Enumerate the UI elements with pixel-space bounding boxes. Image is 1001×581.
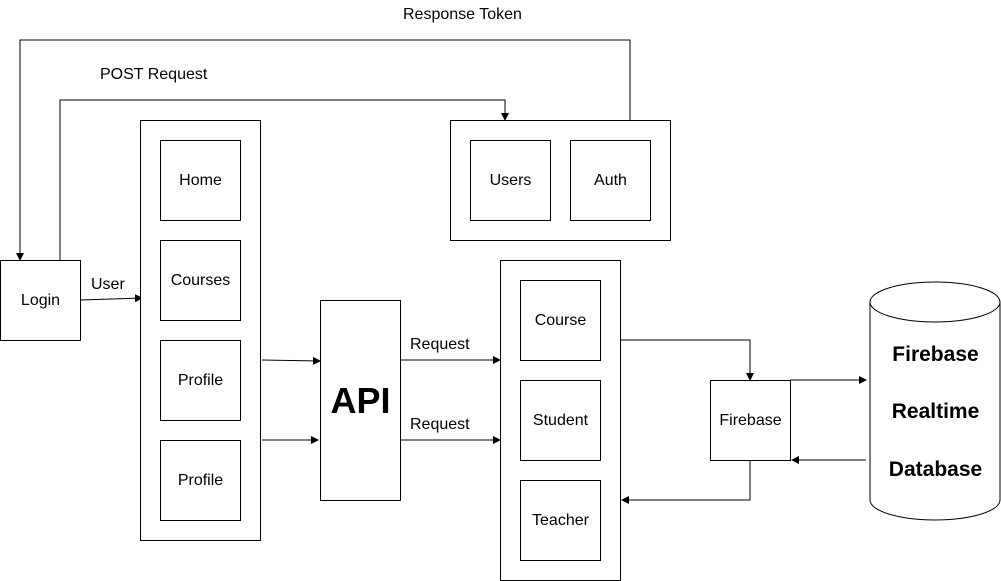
teacher-node: Teacher xyxy=(520,480,601,561)
post-request-label: POST Request xyxy=(100,66,208,83)
login-node: Login xyxy=(0,260,81,341)
frontend-api-connector-upper xyxy=(261,356,321,365)
database-label-line-2: Realtime xyxy=(891,400,980,423)
user-connector xyxy=(79,294,143,303)
database-label-line-1: Firebase xyxy=(892,343,979,366)
user-label: User xyxy=(91,276,125,293)
auth-node: Auth xyxy=(570,140,651,221)
course-node: Course xyxy=(520,280,601,361)
backend-firebase-connector xyxy=(620,339,754,381)
firebase-node: Firebase xyxy=(710,380,791,461)
request-label-upper: Request xyxy=(410,336,470,353)
firebase-backend-connector xyxy=(621,460,751,504)
response-token-connector xyxy=(16,39,631,261)
users-node: Users xyxy=(470,140,551,221)
student-node: Student xyxy=(520,380,601,461)
courses-page-node: Courses xyxy=(160,240,241,321)
profile-page-node-2: Profile xyxy=(160,440,241,521)
database-label-line-3: Database xyxy=(888,458,983,481)
post-request-connector xyxy=(59,99,509,260)
response-token-label: Response Token xyxy=(403,6,522,23)
profile-page-node: Profile xyxy=(160,340,241,421)
request-label-lower: Request xyxy=(410,416,470,433)
database-cylinder xyxy=(869,281,1001,521)
api-node: API xyxy=(320,300,401,501)
home-page-node: Home xyxy=(160,140,241,221)
